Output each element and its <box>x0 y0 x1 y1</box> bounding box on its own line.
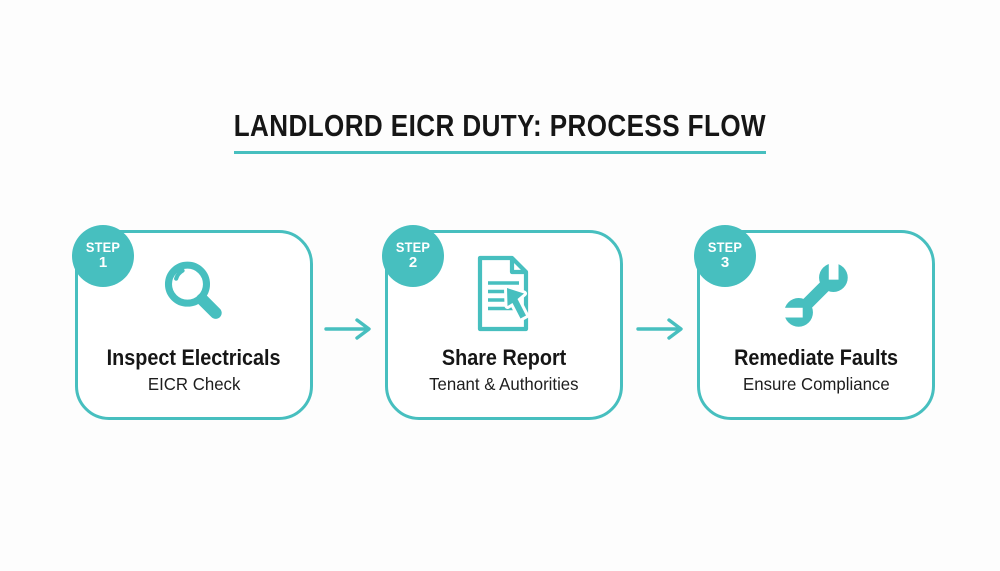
header: LANDLORD EICR DUTY: PROCESS FLOW <box>0 108 1000 154</box>
step-badge-label: STEP <box>395 239 431 255</box>
step-text: Inspect Electricals EICR Check <box>78 345 310 395</box>
title-underline <box>234 151 766 154</box>
step-title: Inspect Electricals <box>107 345 281 370</box>
step-badge-number: 2 <box>408 254 418 272</box>
arrow-right-icon <box>636 318 683 340</box>
step-badge-label: STEP <box>85 239 121 255</box>
step-subtitle: Ensure Compliance <box>742 374 890 395</box>
step-title: Share Report <box>441 345 567 370</box>
step-subtitle: EICR Check <box>147 374 241 395</box>
step-card-2: STEP 2 Share Report Tenant & Authorities <box>382 225 623 420</box>
step-badge-number: 3 <box>720 254 730 272</box>
magnifying-glass-icon <box>78 253 310 337</box>
step-badge-number: 1 <box>98 254 108 272</box>
step-badge: STEP 2 <box>382 225 444 287</box>
step-badge: STEP 3 <box>694 225 756 287</box>
step-subtitle: Tenant & Authorities <box>429 374 579 395</box>
page-title: LANDLORD EICR DUTY: PROCESS FLOW <box>233 108 767 143</box>
step-text: Remediate Faults Ensure Compliance <box>700 345 932 395</box>
step-card-3: STEP 3 Remediate Faults Ensure Complianc… <box>694 225 935 420</box>
step-card-1: STEP 1 Inspect Electricals EICR Check <box>72 225 313 420</box>
report-share-icon <box>388 253 620 337</box>
step-badge-label: STEP <box>707 239 743 255</box>
step-title: Remediate Faults <box>734 345 898 370</box>
step-badge: STEP 1 <box>72 225 134 287</box>
arrow-right-icon <box>324 318 371 340</box>
wrench-icon <box>700 253 932 337</box>
step-text: Share Report Tenant & Authorities <box>388 345 620 395</box>
